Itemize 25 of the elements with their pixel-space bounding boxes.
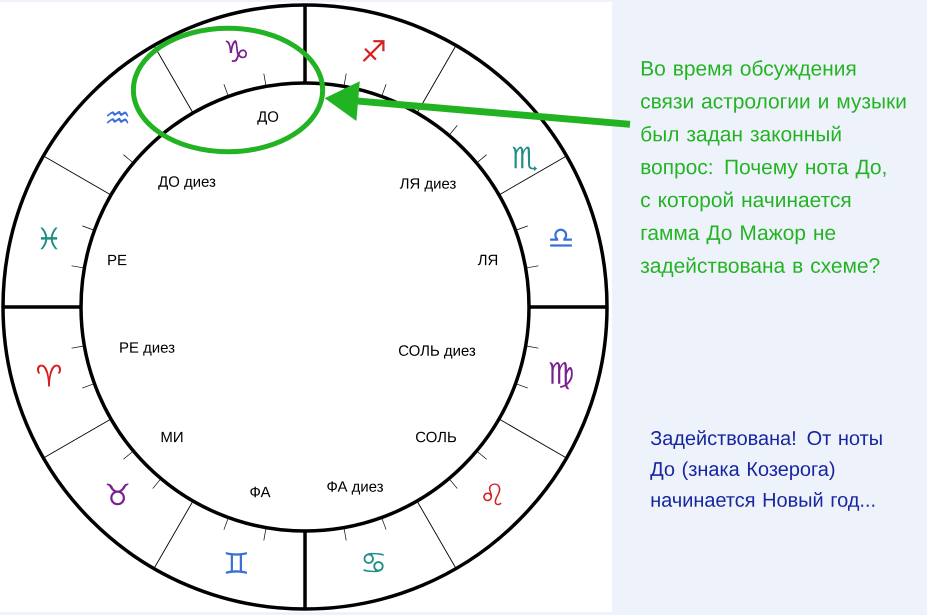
note-label: РЕ	[108, 254, 126, 266]
zodiac-sign: ♉	[106, 483, 128, 506]
zodiac-sign: ♋	[364, 552, 384, 572]
zodiac-sign: ♓	[40, 227, 58, 250]
note-label: СОЛЬ	[416, 432, 456, 442]
zodiac-sign: ♏	[512, 146, 538, 172]
note-label: ЛЯ	[478, 254, 498, 266]
zodiac-sign: ♑	[226, 40, 247, 62]
note-label: МИ	[162, 432, 182, 442]
note-label: РЕ диез	[120, 342, 174, 356]
note-label: ФА диез	[327, 481, 383, 495]
zodiac-sign: ♐	[362, 40, 385, 62]
zodiac-sign: ♎	[550, 228, 572, 247]
question-text: Во время обсуждения связи астрологии и музыки был задан законный вопрос: Почему нота До, с которой начинается гамма До Мажор не задействована в схеме?	[640, 60, 906, 277]
note-label: ДО	[257, 111, 278, 125]
note-label: ДО диез	[158, 176, 216, 190]
highlight-ellipse	[130, 26, 326, 154]
zodiac-sign: ♊	[226, 552, 247, 574]
answer-text: Задействована! От ноты До (знака Козерога) начинается Новый год...	[650, 430, 882, 511]
zodiac-sign: ♌	[483, 483, 502, 506]
note-label: ФА	[250, 486, 270, 498]
note-label: СОЛЬ диез	[398, 345, 476, 359]
zodiac-sign: ♍	[549, 362, 573, 390]
zodiac-sign: ♈	[36, 364, 62, 387]
note-label: ЛЯ диез	[400, 178, 456, 192]
